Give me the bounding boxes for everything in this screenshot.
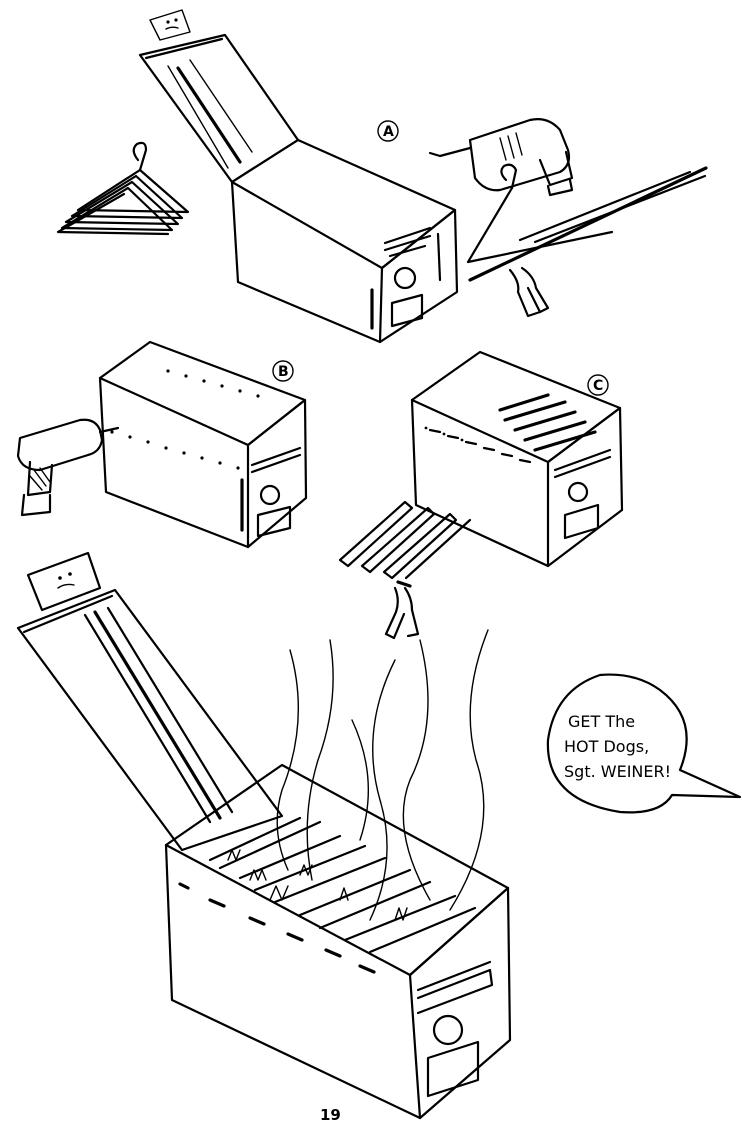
speech-line-1: GET The	[568, 712, 635, 731]
drill-icon	[430, 119, 572, 195]
pliers-c-icon	[386, 582, 418, 638]
wire-strips-icon	[340, 502, 470, 578]
step-label-a: A	[383, 124, 394, 140]
step-label-c: C	[593, 378, 603, 394]
pliers-icon	[510, 268, 548, 316]
step-label-b: B	[278, 364, 289, 380]
speech-bubble: GET The HOT Dogs, Sgt. WEINER!	[548, 675, 740, 813]
speech-line-3: Sgt. WEINER!	[564, 762, 671, 781]
ammo-can-a-icon	[140, 10, 457, 342]
grill-can-icon	[18, 553, 510, 1118]
ammo-can-b-icon	[100, 342, 306, 547]
smoke-icon	[277, 630, 488, 920]
ammo-can-c-icon	[412, 352, 622, 566]
page-number: 19	[320, 1106, 341, 1124]
wire-strip-icon	[470, 168, 706, 280]
coat-hanger-stack-icon	[58, 143, 188, 234]
speech-line-2: HOT Dogs,	[564, 737, 649, 756]
